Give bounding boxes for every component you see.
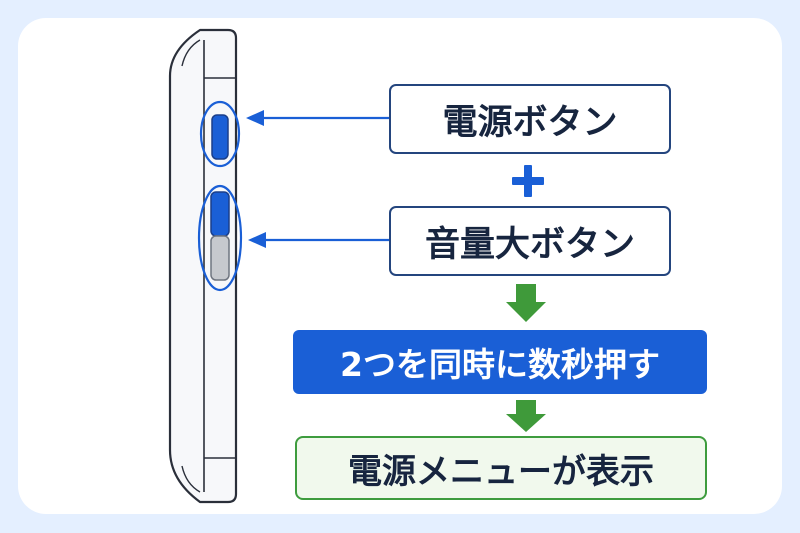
power-button-label: 電源ボタン: [389, 84, 671, 154]
power-button-highlight: [199, 100, 241, 168]
arrow-left-icon: [248, 232, 389, 248]
volume-button-highlight: [197, 184, 243, 292]
plus-icon: +: [512, 165, 544, 197]
volume-up-button-label: 音量大ボタン: [389, 206, 671, 276]
arrow-down-icon: [506, 400, 546, 432]
arrow-down-icon: [506, 284, 546, 322]
power-menu-result: 電源メニューが表示: [295, 436, 707, 500]
press-both-instruction: 2つを同時に数秒押す: [293, 330, 707, 394]
arrow-left-icon: [246, 110, 389, 126]
